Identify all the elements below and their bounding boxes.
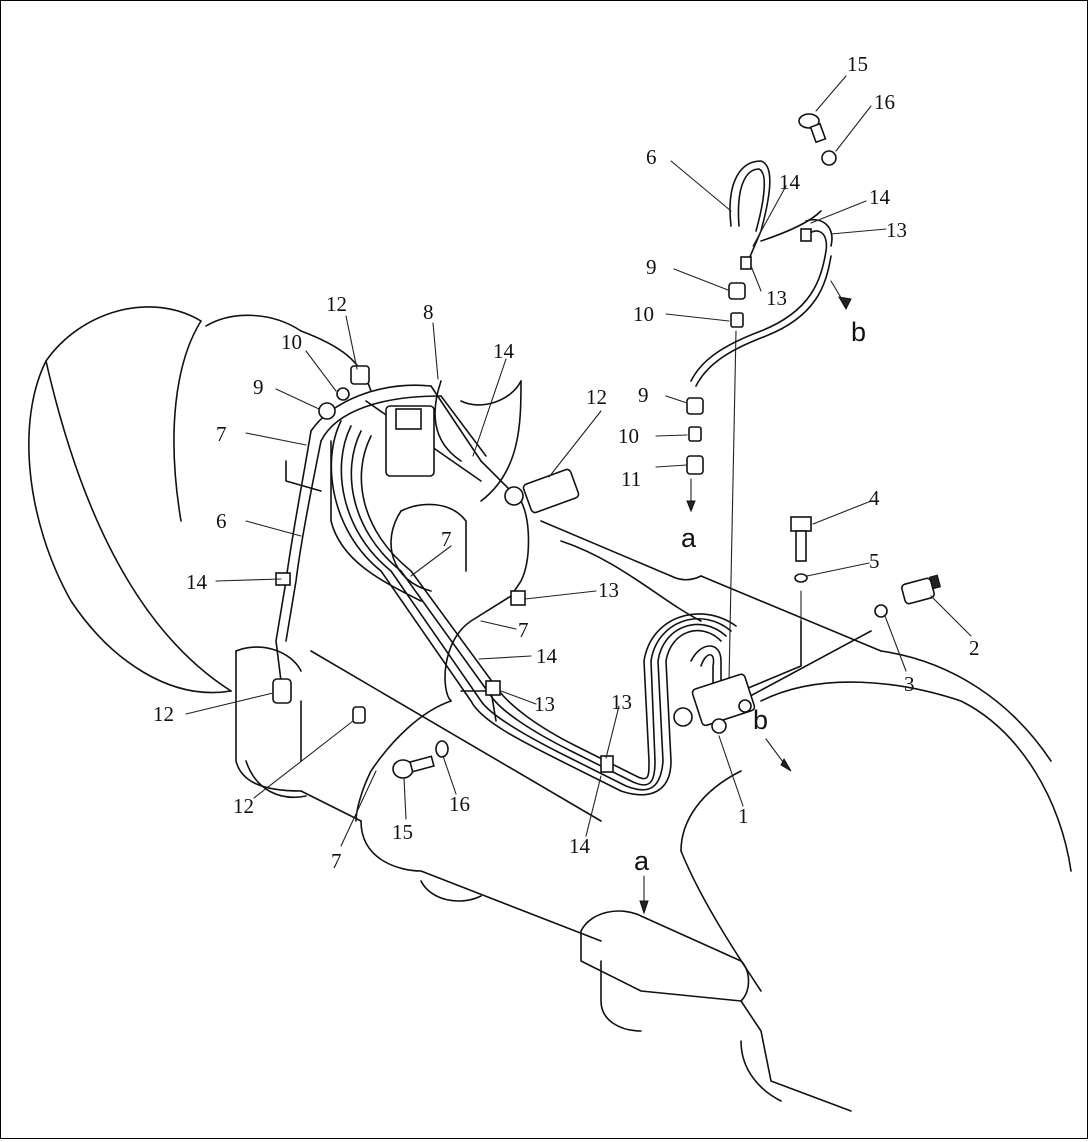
callout: 7	[441, 527, 452, 551]
callout: a	[681, 523, 697, 553]
callout: 14	[569, 834, 591, 858]
clamp-right	[600, 755, 614, 773]
callout: 13	[534, 692, 555, 716]
callout: 7	[216, 422, 227, 446]
fitting-part-9-a	[728, 282, 746, 300]
callout: 9	[253, 375, 264, 399]
fitting-part-10-left	[336, 387, 350, 401]
leader-lines	[185, 75, 972, 915]
clamp-top	[800, 228, 812, 242]
callout: 12	[233, 794, 254, 818]
callout: 14	[493, 339, 515, 363]
callout: 12	[586, 385, 607, 409]
callout: 9	[638, 383, 649, 407]
clamp-mid	[740, 256, 752, 270]
callout: 7	[331, 849, 342, 873]
fitting-part-12-top	[350, 365, 370, 385]
washer-part-16-top	[821, 150, 837, 166]
fitting-part-10-b	[688, 426, 702, 442]
callout: 13	[766, 286, 787, 310]
callout: 14	[536, 644, 558, 668]
callout: 6	[216, 509, 227, 533]
callout: 7	[518, 618, 529, 642]
axle-housing-outline	[28, 306, 1072, 1112]
components	[272, 113, 942, 779]
callout: 16	[449, 792, 470, 816]
callout: 8	[423, 300, 434, 324]
clamp-center	[510, 590, 526, 606]
relay-valve-part-1	[673, 673, 756, 734]
fitting-part-12-right-port	[504, 486, 524, 506]
callout: 10	[281, 330, 302, 354]
callout: 14	[186, 570, 208, 594]
washer-part-16-bottom	[435, 740, 449, 758]
callout: 9	[646, 255, 657, 279]
callout: 16	[874, 90, 895, 114]
callout: 10	[633, 302, 654, 326]
callout: b	[851, 317, 866, 347]
callout: 13	[611, 690, 632, 714]
bolt-part-15-bottom	[392, 755, 435, 779]
callout: 13	[886, 218, 907, 242]
callout: 3	[904, 672, 915, 696]
callout: 15	[847, 52, 868, 76]
callout-labels: 15 16 6 14 14 13 9 13 b 10 9 10 11 a 12 …	[153, 52, 980, 876]
callout: 12	[153, 702, 174, 726]
washer-part-3	[874, 604, 888, 618]
fitting-part-12-bottom	[352, 706, 366, 724]
callout: b	[753, 705, 768, 735]
fitting-part-12-left	[272, 678, 292, 704]
pressure-switch-part-2	[901, 574, 942, 605]
brake-pipes	[275, 160, 872, 822]
fitting-part-11	[686, 455, 704, 475]
callout: 5	[869, 549, 880, 573]
callout: 1	[738, 804, 749, 828]
callout: 10	[618, 424, 639, 448]
callout: 2	[969, 636, 980, 660]
washer-part-5	[794, 573, 808, 583]
callout: 13	[598, 578, 619, 602]
fitting-part-12-right	[522, 468, 580, 514]
fitting-part-9-left	[318, 402, 336, 420]
fitting-block-connector	[395, 408, 422, 430]
bolt-part-15-top	[798, 113, 827, 144]
clamp-lower	[485, 680, 501, 696]
callout: 12	[326, 292, 347, 316]
fitting-part-10-a	[730, 312, 744, 328]
callout: 4	[869, 486, 880, 510]
callout: 11	[621, 467, 641, 491]
callout: a	[634, 846, 650, 876]
callout: 6	[646, 145, 657, 169]
bolt-part-4	[790, 516, 812, 562]
callout: 15	[392, 820, 413, 844]
fitting-part-9-b	[686, 397, 704, 415]
callout: 14	[869, 185, 891, 209]
callout: 14	[779, 170, 801, 194]
